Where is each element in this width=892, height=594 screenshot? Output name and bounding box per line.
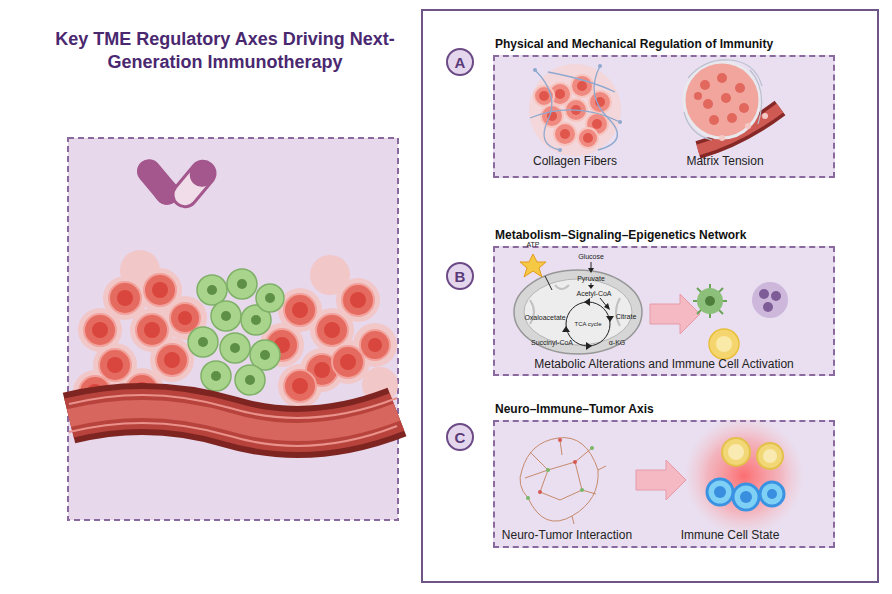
pathway-label: Succinyl-CoA	[531, 338, 573, 347]
section-letter: B	[455, 268, 466, 285]
pathway-label: TCA cycle	[574, 320, 601, 328]
section-badge: A	[446, 48, 474, 76]
matrix-tension-illustration	[684, 60, 780, 150]
illustration-caption: Neuro-Tumor Interaction	[502, 528, 632, 542]
collagen-illustration	[529, 64, 622, 156]
blood-vessel	[69, 395, 397, 446]
outer-frame	[422, 10, 878, 582]
illustration-caption: Metabolic Alterations and Immune Cell Ac…	[534, 357, 793, 371]
mitochondrion-illustration	[514, 254, 642, 354]
diagram-title: Key TME Regulatory Axes Driving Next-Gen…	[55, 28, 395, 74]
section-badge: C	[446, 423, 474, 451]
immune-cells	[693, 282, 788, 359]
section-badge: B	[446, 262, 474, 290]
illustration-caption: Immune Cell State	[681, 528, 780, 542]
section-heading: Physical and Mechanical Regulation of Im…	[495, 37, 773, 51]
pathway-label: Oxaloacetate	[524, 313, 565, 322]
section-heading: Metabolism–Signaling–Epigenetics Network	[495, 228, 746, 242]
pathway-label: Acetyl-CoA	[576, 289, 611, 298]
nerve-network	[520, 438, 606, 524]
pill-icons	[132, 154, 220, 211]
section-letter: A	[455, 54, 466, 71]
pathway-label: Citrate	[616, 312, 637, 321]
flow-arrow	[650, 294, 700, 334]
pathway-label: α-KG	[609, 338, 626, 347]
illustration-caption: Matrix Tension	[686, 154, 763, 168]
immune-state-cells	[684, 416, 804, 536]
section-letter: C	[455, 429, 466, 446]
pathway-label: ATP	[526, 240, 539, 249]
illustration-caption: Collagen Fibers	[533, 154, 617, 168]
flow-arrow	[636, 460, 686, 500]
pathway-label: Glucose	[578, 252, 604, 261]
tumor-frame	[68, 138, 398, 520]
pathway-label: Pyruvate	[577, 274, 605, 283]
section-heading: Neuro–Immune–Tumor Axis	[495, 402, 654, 416]
